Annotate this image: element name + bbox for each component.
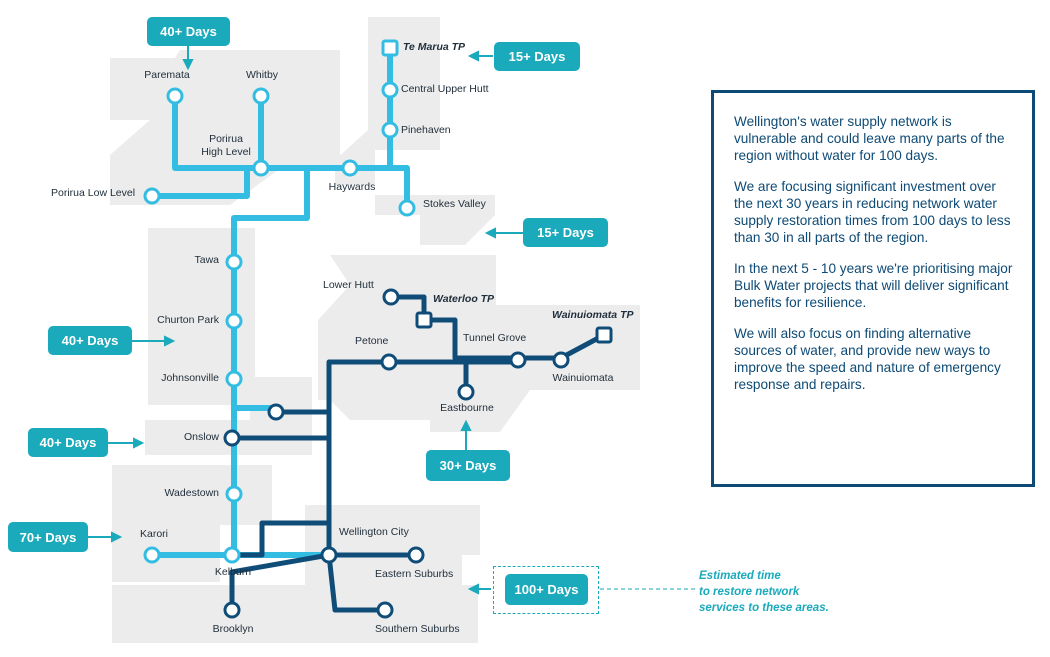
label-whitby: Whitby [245, 69, 279, 81]
label-tunnel-grove: Tunnel Grove [463, 332, 527, 344]
arrowhead-paremata [182, 59, 194, 71]
line-stokes-valley-branch [387, 165, 410, 211]
station-stokes-valley [398, 199, 416, 217]
station-haywards [341, 159, 359, 177]
label-churton-park: Churton Park [157, 314, 219, 326]
legend-box [493, 566, 599, 614]
station-paremata [166, 87, 184, 105]
label-petone: Petone [355, 335, 389, 347]
line-southern [326, 552, 388, 613]
label-waterloo-tp: Waterloo TP [433, 293, 495, 305]
label-eastern-suburbs: Eastern Suburbs [375, 568, 454, 580]
label-wellington-city: Wellington City [339, 526, 409, 538]
badge-te-marua: 15+ Days [494, 42, 580, 71]
label-johnsonville: Johnsonville [161, 372, 219, 384]
station-brooklyn [223, 601, 241, 619]
label-tawa: Tawa [194, 254, 219, 266]
region-northern-suburbs [148, 228, 255, 405]
station-southern-suburbs [376, 601, 394, 619]
badge-karori: 70+ Days [8, 522, 88, 552]
label-porirua-low-level: Porirua Low Level [51, 187, 136, 199]
station-lower-hutt [382, 288, 400, 306]
station-central-upper-hutt [381, 81, 399, 99]
arrowhead-onslow [133, 437, 145, 449]
region-karori-wadestown [112, 465, 272, 582]
label-eastbourne: Eastbourne [440, 402, 494, 414]
station-eastbourne [457, 383, 475, 401]
info-paragraph-4: We will also focus on finding alternativ… [734, 326, 1001, 392]
info-box: Wellington's water supply network is vul… [711, 90, 1035, 487]
arrowhead-te-marua [467, 50, 479, 62]
info-paragraph-2: We are focusing significant investment o… [734, 179, 1011, 245]
station-johnsonville [225, 370, 243, 388]
arrowhead-stokes [484, 227, 496, 239]
station-onslow [223, 429, 241, 447]
label-central-upper-hutt: Central Upper Hutt [401, 83, 489, 95]
station-churton-park [225, 312, 243, 330]
station-porirua-high-level [252, 159, 270, 177]
station-porirua-low-level [143, 187, 161, 205]
label-brooklyn: Brooklyn [212, 623, 254, 635]
label-lower-hutt: Lower Hutt [323, 279, 374, 291]
label-southern-suburbs: Southern Suburbs [375, 623, 460, 635]
station-johnsonville-junction [267, 403, 285, 421]
label-porirua-high-level: Porirua High Level [201, 133, 251, 158]
arrowhead-north [164, 335, 176, 347]
station-whitby [252, 87, 270, 105]
badge-onslow: 40+ Days [28, 428, 108, 457]
badge-stokes-valley: 15+ Days [523, 218, 608, 247]
label-te-marua-tp: Te Marua TP [403, 41, 466, 53]
label-karori: Karori [140, 528, 169, 540]
line-waterloo-tunnel [421, 317, 521, 361]
region-southern [112, 585, 478, 643]
station-pinehaven [381, 121, 399, 139]
station-wellington-city [320, 546, 338, 564]
arrowhead-legend [467, 583, 479, 595]
station-tunnel-grove [509, 351, 527, 369]
station-wainuiomata-tp [595, 326, 613, 344]
label-wadestown: Wadestown [164, 487, 219, 499]
info-paragraph-1: Wellington's water supply network is vul… [734, 114, 1005, 163]
label-pinehaven: Pinehaven [401, 124, 451, 136]
label-haywards: Haywards [328, 181, 376, 193]
info-paragraph-3: In the next 5 - 10 years we're prioritis… [734, 261, 1013, 310]
label-stokes-valley: Stokes Valley [423, 198, 486, 210]
legend-text: Estimated time to restore network servic… [699, 570, 829, 614]
station-wadestown [225, 485, 243, 503]
station-tawa [225, 253, 243, 271]
line-kelburn-link [229, 520, 332, 558]
label-kelburn: Kelburn [214, 566, 252, 578]
station-te-marua-tp [381, 39, 399, 57]
line-petone-trunk [326, 359, 521, 558]
station-wainuiomata [552, 351, 570, 369]
badge-paremata-whitby: 40+ Days [147, 17, 230, 46]
station-waterloo-tp [415, 311, 433, 329]
line-paremata-branch [172, 93, 264, 171]
line-porirua-low-branch [149, 165, 250, 199]
label-onslow: Onslow [183, 431, 219, 443]
station-petone [380, 353, 398, 371]
badge-legend: 100+ Days [505, 574, 588, 605]
badge-northern-suburbs: 40+ Days [48, 326, 132, 355]
label-wainuiomata: Wainuiomata [552, 372, 614, 384]
arrowhead-eastbourne [460, 419, 472, 431]
line-main-south [231, 165, 310, 411]
line-brooklyn [229, 552, 332, 613]
station-kelburn [223, 546, 241, 564]
badge-eastbourne: 30+ Days [426, 450, 510, 481]
label-paremata: Paremata [144, 69, 190, 81]
station-karori [143, 546, 161, 564]
label-wainuiomata-tp: Wainuiomata TP [552, 309, 634, 321]
station-eastern-suburbs [407, 546, 425, 564]
arrowhead-karori [111, 531, 123, 543]
